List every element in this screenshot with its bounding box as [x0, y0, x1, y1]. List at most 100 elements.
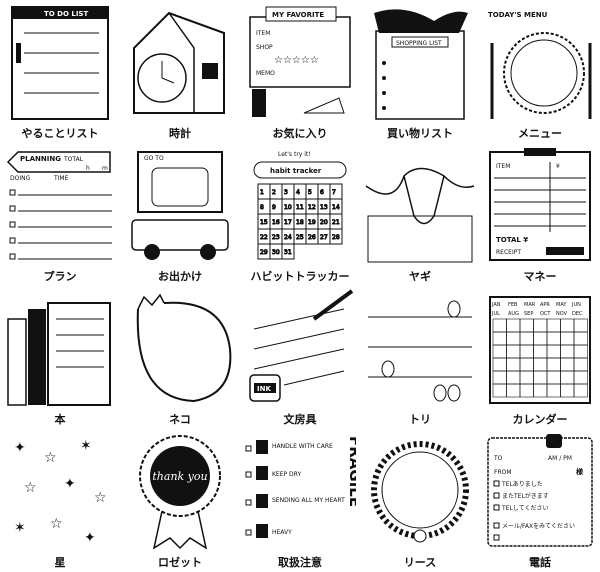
svg-text:GO TO: GO TO: [144, 155, 164, 162]
day-number: 23: [272, 234, 280, 241]
svg-text:HEAVY: HEAVY: [272, 529, 292, 536]
item-stationery[interactable]: INK 文房具: [240, 286, 360, 429]
calendar-month: JAN: [491, 302, 501, 308]
day-number: 14: [332, 204, 340, 211]
wreath-illustration: [364, 432, 476, 550]
item-label: メニュー: [518, 127, 562, 140]
day-number: 19: [308, 219, 316, 226]
books-illustration: [4, 289, 116, 407]
car-luggage-illustration: GO TO: [124, 146, 236, 264]
day-number: 3: [284, 189, 288, 196]
item-label: カレンダー: [512, 413, 568, 426]
item-label: 電話: [529, 556, 551, 569]
day-number: 17: [284, 219, 292, 226]
svg-text:INK: INK: [257, 385, 271, 393]
svg-text:☆: ☆: [24, 480, 37, 496]
svg-text:メール/FAXをみてください: メール/FAXをみてください: [502, 523, 575, 530]
svg-text:FROM: FROM: [494, 469, 512, 476]
item-label: お出かけ: [158, 270, 202, 283]
svg-text:TO: TO: [493, 455, 503, 462]
svg-text:KEEP DRY: KEEP DRY: [272, 471, 301, 478]
calendar-month: DEC: [572, 311, 583, 317]
item-label: 本: [54, 413, 66, 426]
item-label: 時計: [169, 127, 191, 140]
svg-text:☆: ☆: [44, 450, 57, 466]
calendar-month: SEP: [524, 311, 533, 317]
item-wreath[interactable]: リース: [360, 429, 480, 572]
item-outing[interactable]: GO TO お出かけ: [120, 143, 240, 286]
item-label: お気に入り: [272, 127, 328, 140]
svg-text:TODAY'S MENU: TODAY'S MENU: [488, 11, 548, 19]
shopping-bag-illustration: SHOPPING LIST: [364, 3, 476, 121]
day-number: 27: [320, 234, 328, 241]
item-label: 買い物リスト: [387, 127, 453, 140]
item-label: 星: [54, 556, 66, 569]
day-number: 2: [272, 189, 276, 196]
day-number: 20: [320, 219, 328, 226]
day-number: 10: [284, 204, 292, 211]
svg-text:ITEM: ITEM: [496, 163, 510, 170]
day-number: 29: [260, 249, 268, 256]
svg-text:MY FAVORITE: MY FAVORITE: [272, 11, 324, 19]
item-label: ロゼット: [158, 556, 202, 569]
svg-text:ITEM: ITEM: [256, 30, 270, 37]
item-rosette[interactable]: thank you ロゼット: [120, 429, 240, 572]
item-label: リース: [403, 556, 437, 569]
item-todo-list[interactable]: TO DO LIST やることリスト: [0, 0, 120, 143]
item-cat[interactable]: ネコ: [120, 286, 240, 429]
item-shopping-list[interactable]: SHOPPING LIST 買い物リスト: [360, 0, 480, 143]
day-number: 26: [308, 234, 316, 241]
day-number: 12: [308, 204, 316, 211]
day-number: 15: [260, 219, 268, 226]
svg-text:SHOP: SHOP: [256, 44, 273, 51]
item-label: 取扱注意: [278, 556, 322, 569]
item-label: やることリスト: [21, 127, 99, 140]
svg-text:☆: ☆: [50, 516, 63, 532]
day-number: 24: [284, 234, 292, 241]
receipt-illustration: ITEM¥TOTAL ¥RECEIPT: [484, 146, 596, 264]
svg-text:SHOPPING LIST: SHOPPING LIST: [396, 40, 442, 47]
item-label: ハビットトラッカー: [250, 270, 350, 283]
calendar-month: OCT: [540, 311, 551, 317]
svg-text:☆☆☆☆☆: ☆☆☆☆☆: [274, 55, 319, 66]
calendar-month: MAY: [556, 302, 567, 308]
svg-text:様: 様: [576, 467, 584, 476]
item-bird[interactable]: トリ: [360, 286, 480, 429]
item-goat[interactable]: ヤギ: [360, 143, 480, 286]
goat-illustration: [364, 146, 476, 264]
svg-text:✦: ✦: [64, 476, 76, 492]
todo-list-illustration: TO DO LIST: [4, 3, 116, 121]
cat-illustration: [124, 289, 236, 407]
svg-text:TOTAL: TOTAL: [63, 156, 84, 163]
item-menu[interactable]: TODAY'S MENU メニュー: [480, 0, 600, 143]
svg-text:AM / PM: AM / PM: [548, 455, 572, 462]
day-number: 6: [320, 189, 324, 196]
ink-pen-illustration: INK: [244, 289, 356, 407]
svg-text:TOTAL ¥: TOTAL ¥: [496, 236, 528, 244]
day-number: 18: [296, 219, 304, 226]
svg-text:¥: ¥: [556, 163, 560, 170]
item-clock[interactable]: 時計: [120, 0, 240, 143]
calendar-month: JUL: [491, 311, 500, 317]
item-book[interactable]: 本: [0, 286, 120, 429]
svg-text:TIME: TIME: [53, 175, 69, 182]
item-star[interactable]: ✦☆✶☆✦☆✶☆✦ 星: [0, 429, 120, 572]
day-number: 25: [296, 234, 304, 241]
calendar-month: JUN: [571, 302, 581, 308]
item-label: トリ: [409, 413, 431, 426]
day-number: 30: [272, 249, 280, 256]
calendar-month: APR: [540, 302, 550, 308]
item-money[interactable]: ITEM¥TOTAL ¥RECEIPT マネー: [480, 143, 600, 286]
day-number: 28: [332, 234, 340, 241]
svg-text:SENDING ALL MY HEART: SENDING ALL MY HEART: [272, 497, 345, 504]
